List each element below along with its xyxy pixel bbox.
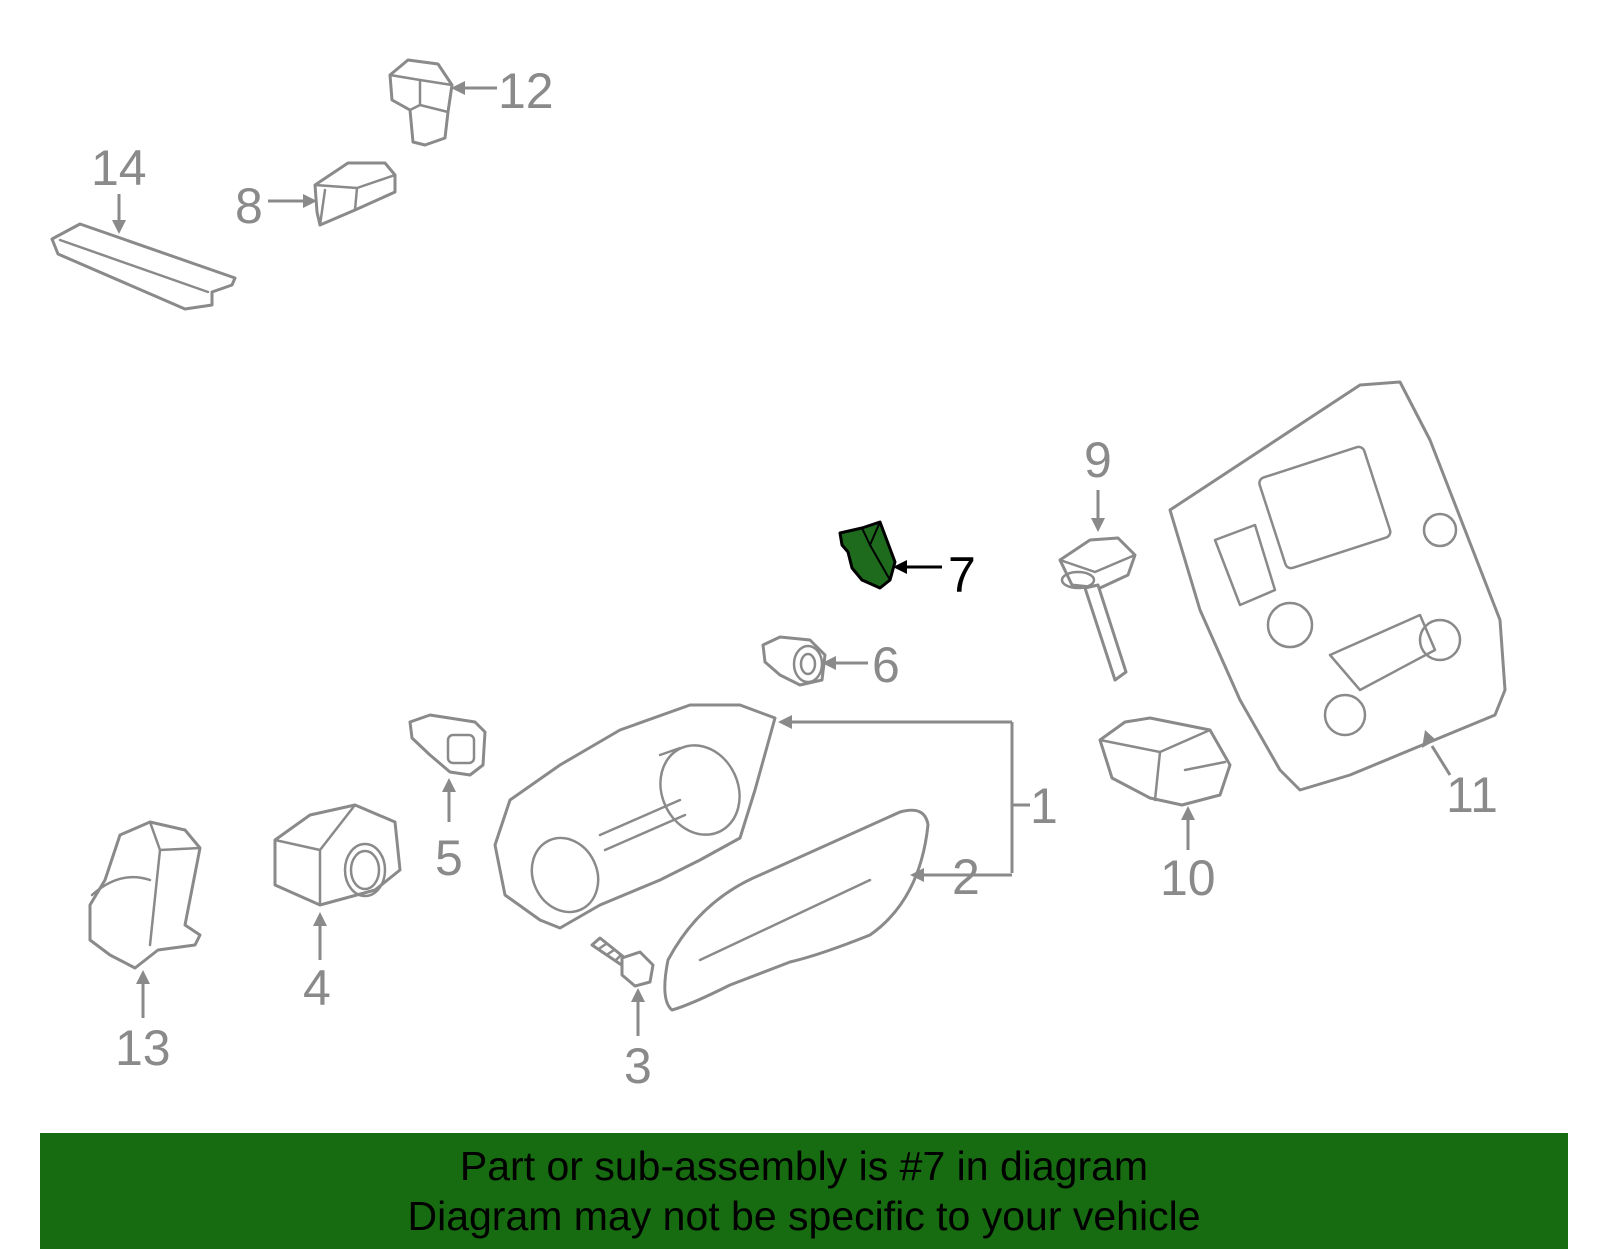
part-5-square-switch[interactable] bbox=[408, 713, 487, 777]
part-8-switch[interactable] bbox=[313, 161, 397, 227]
arrow-2 bbox=[910, 868, 924, 882]
callout-4: 4 bbox=[303, 960, 331, 1016]
arrow-11 bbox=[1422, 730, 1436, 748]
part-7-bezel-highlighted[interactable] bbox=[838, 520, 897, 590]
callout-5: 5 bbox=[435, 830, 463, 886]
arrow-14 bbox=[112, 220, 126, 234]
callout-14: 14 bbox=[91, 140, 147, 196]
arrow-10 bbox=[1181, 806, 1195, 820]
part-6-knob[interactable] bbox=[761, 635, 827, 687]
callout-10: 10 bbox=[1160, 850, 1216, 906]
part-14-trim-strip[interactable] bbox=[50, 222, 237, 311]
parts-diagram: 14 8 12 7 6 5 4 bbox=[50, 58, 1507, 1094]
arrow-8 bbox=[303, 194, 317, 208]
callout-3: 3 bbox=[624, 1038, 652, 1094]
arrow-13 bbox=[136, 970, 150, 984]
callout-12: 12 bbox=[498, 63, 554, 119]
callout-8: 8 bbox=[235, 178, 263, 234]
part-2-cluster-lens[interactable] bbox=[663, 808, 930, 1012]
part-11-control-panel[interactable] bbox=[1168, 380, 1507, 792]
callout-6: 6 bbox=[872, 637, 900, 693]
part-12-push-button[interactable] bbox=[388, 58, 454, 147]
arrow-7 bbox=[893, 560, 907, 574]
arrow-4 bbox=[313, 912, 327, 926]
callout-7: 7 bbox=[948, 547, 976, 603]
arrow-3 bbox=[631, 988, 645, 1002]
part-4-headlamp-switch[interactable] bbox=[273, 803, 402, 907]
callout-9: 9 bbox=[1084, 432, 1112, 488]
arrow-12 bbox=[451, 81, 465, 95]
arrow-5 bbox=[442, 778, 456, 792]
part-3-screw[interactable] bbox=[590, 936, 655, 988]
arrow-6 bbox=[822, 656, 836, 670]
callout-11: 11 bbox=[1446, 767, 1498, 823]
banner-line-2: Diagram may not be specific to your vehi… bbox=[407, 1193, 1201, 1239]
leader-11 bbox=[1430, 745, 1452, 776]
arrow-9 bbox=[1091, 518, 1105, 532]
part-10-module[interactable] bbox=[1098, 716, 1232, 807]
arrow-1 bbox=[778, 715, 792, 729]
part-1-instrument-cluster[interactable] bbox=[493, 703, 777, 930]
callout-13: 13 bbox=[115, 1020, 171, 1076]
part-9-lock-cylinder[interactable] bbox=[1058, 536, 1137, 682]
info-banner: Part or sub-assembly is #7 in diagram Di… bbox=[40, 1133, 1568, 1249]
callout-2: 2 bbox=[952, 849, 980, 905]
callout-1: 1 bbox=[1030, 778, 1058, 834]
part-13-column-switch[interactable] bbox=[88, 820, 202, 970]
banner-line-1: Part or sub-assembly is #7 in diagram bbox=[459, 1143, 1149, 1189]
